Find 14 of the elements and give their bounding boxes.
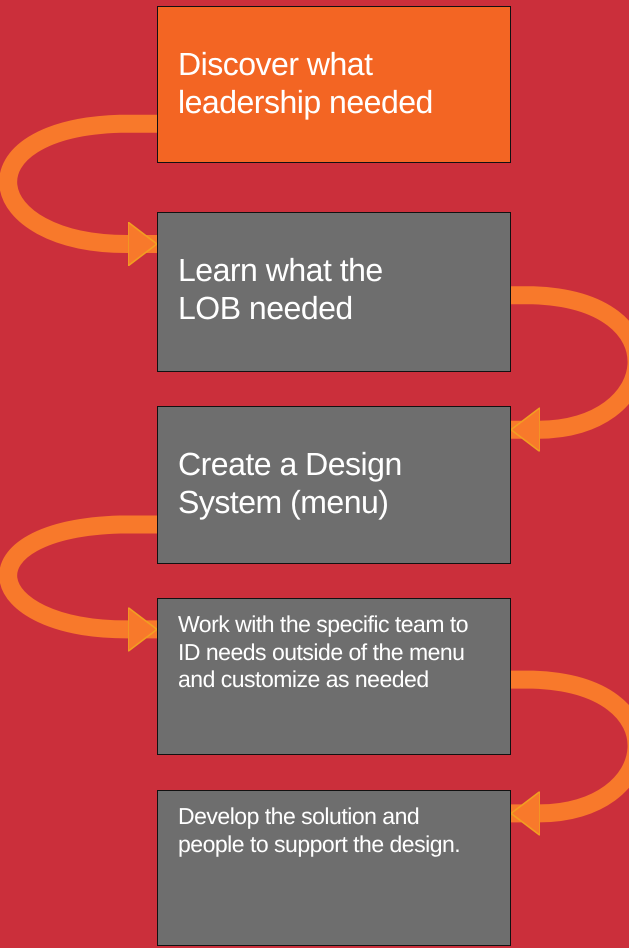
- curved-arrow: [0, 516, 158, 652]
- step-text: Develop the solution and people to support the design.: [178, 803, 462, 858]
- curved-arrow: [0, 114, 158, 267]
- process-box: [157, 790, 511, 946]
- process-box: [157, 406, 511, 564]
- step-text: Work with the specific team to ID needs outside of the menu and customize as needed: [178, 611, 470, 694]
- process-box: [157, 6, 511, 163]
- step-text: Learn what the LOB needed: [178, 251, 384, 328]
- step-text: Discover what leadership needed: [178, 45, 434, 122]
- process-box: [157, 212, 511, 372]
- step-text: Create a Design System (menu): [178, 445, 403, 522]
- curved-arrow: [510, 670, 629, 836]
- curved-arrow: [510, 286, 629, 452]
- process-box: [157, 598, 511, 755]
